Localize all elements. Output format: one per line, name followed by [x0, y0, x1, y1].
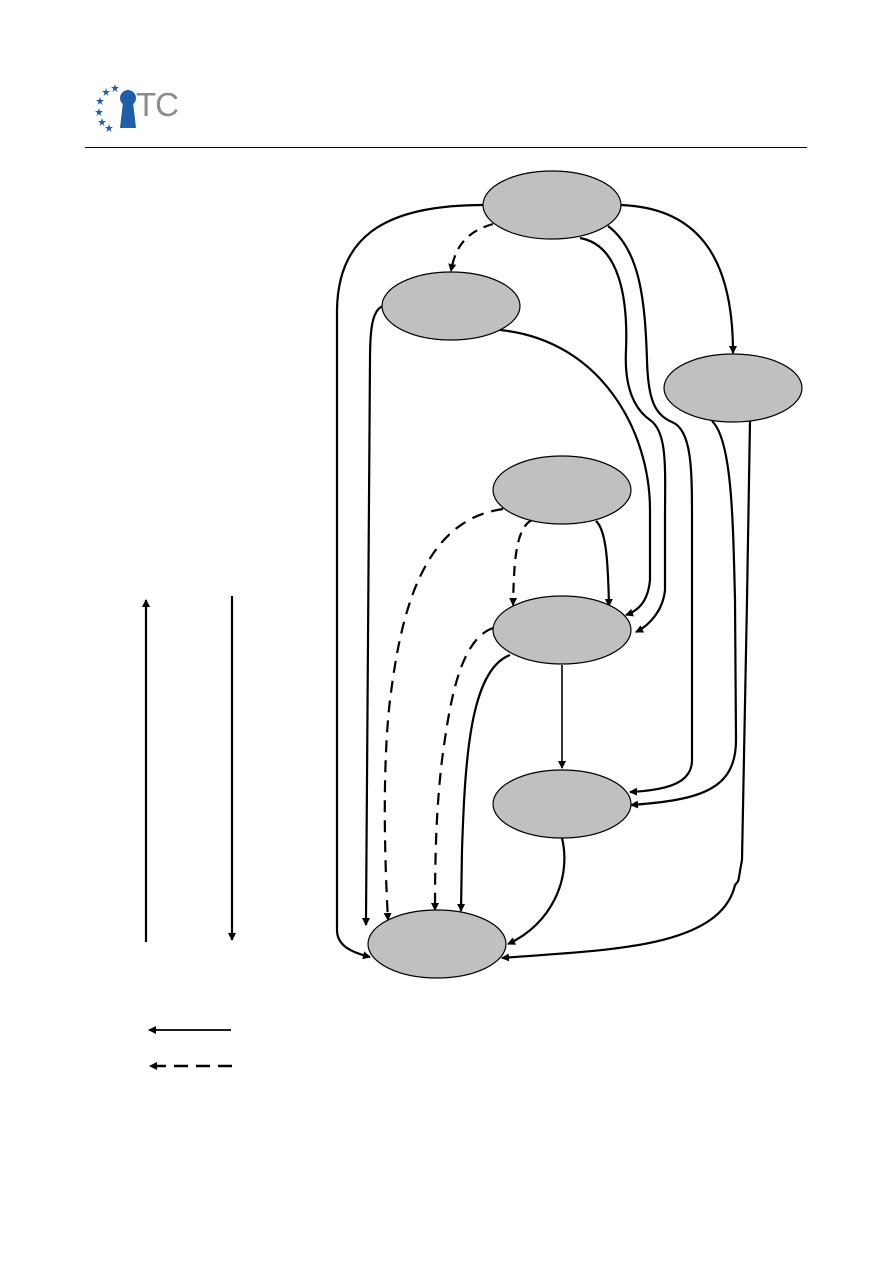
node-bottom: [367, 909, 507, 979]
node-upper-left: [381, 271, 521, 341]
node-middle-upper: [492, 455, 632, 525]
edge-top-to-lower: [607, 225, 694, 796]
logo-text: TC: [136, 86, 179, 123]
node-lower: [492, 769, 632, 839]
page-header: TC: [0, 0, 893, 160]
edge-middle-upper-to-bottom-dashed: [383, 507, 504, 921]
edge-top-to-upper-left: [448, 222, 494, 272]
edge-upper-left-to-bottom: [364, 304, 384, 921]
node-right: [663, 353, 803, 423]
edge-middle-upper-to-middle: [595, 520, 613, 607]
header-divider: [85, 147, 807, 148]
keyhole-stars-icon: [95, 84, 136, 132]
edge-lower-to-bottom: [507, 837, 566, 946]
edge-top-to-right: [620, 203, 737, 354]
edge-right-to-bottom: [501, 420, 752, 962]
edge-right-to-lower: [630, 420, 738, 809]
node-middle: [492, 595, 632, 665]
edge-top-to-bottom-outer: [335, 203, 484, 960]
edge-middle-to-bottom-dashed: [431, 626, 494, 911]
node-top: [482, 170, 622, 240]
edge-middle-upper-to-middle-dashed: [509, 519, 533, 606]
itc-logo: TC: [95, 82, 190, 132]
edge-upper-left-to-middle: [499, 328, 652, 617]
edge-top-to-middle: [579, 236, 667, 633]
edge-middle-to-bottom: [457, 653, 511, 912]
